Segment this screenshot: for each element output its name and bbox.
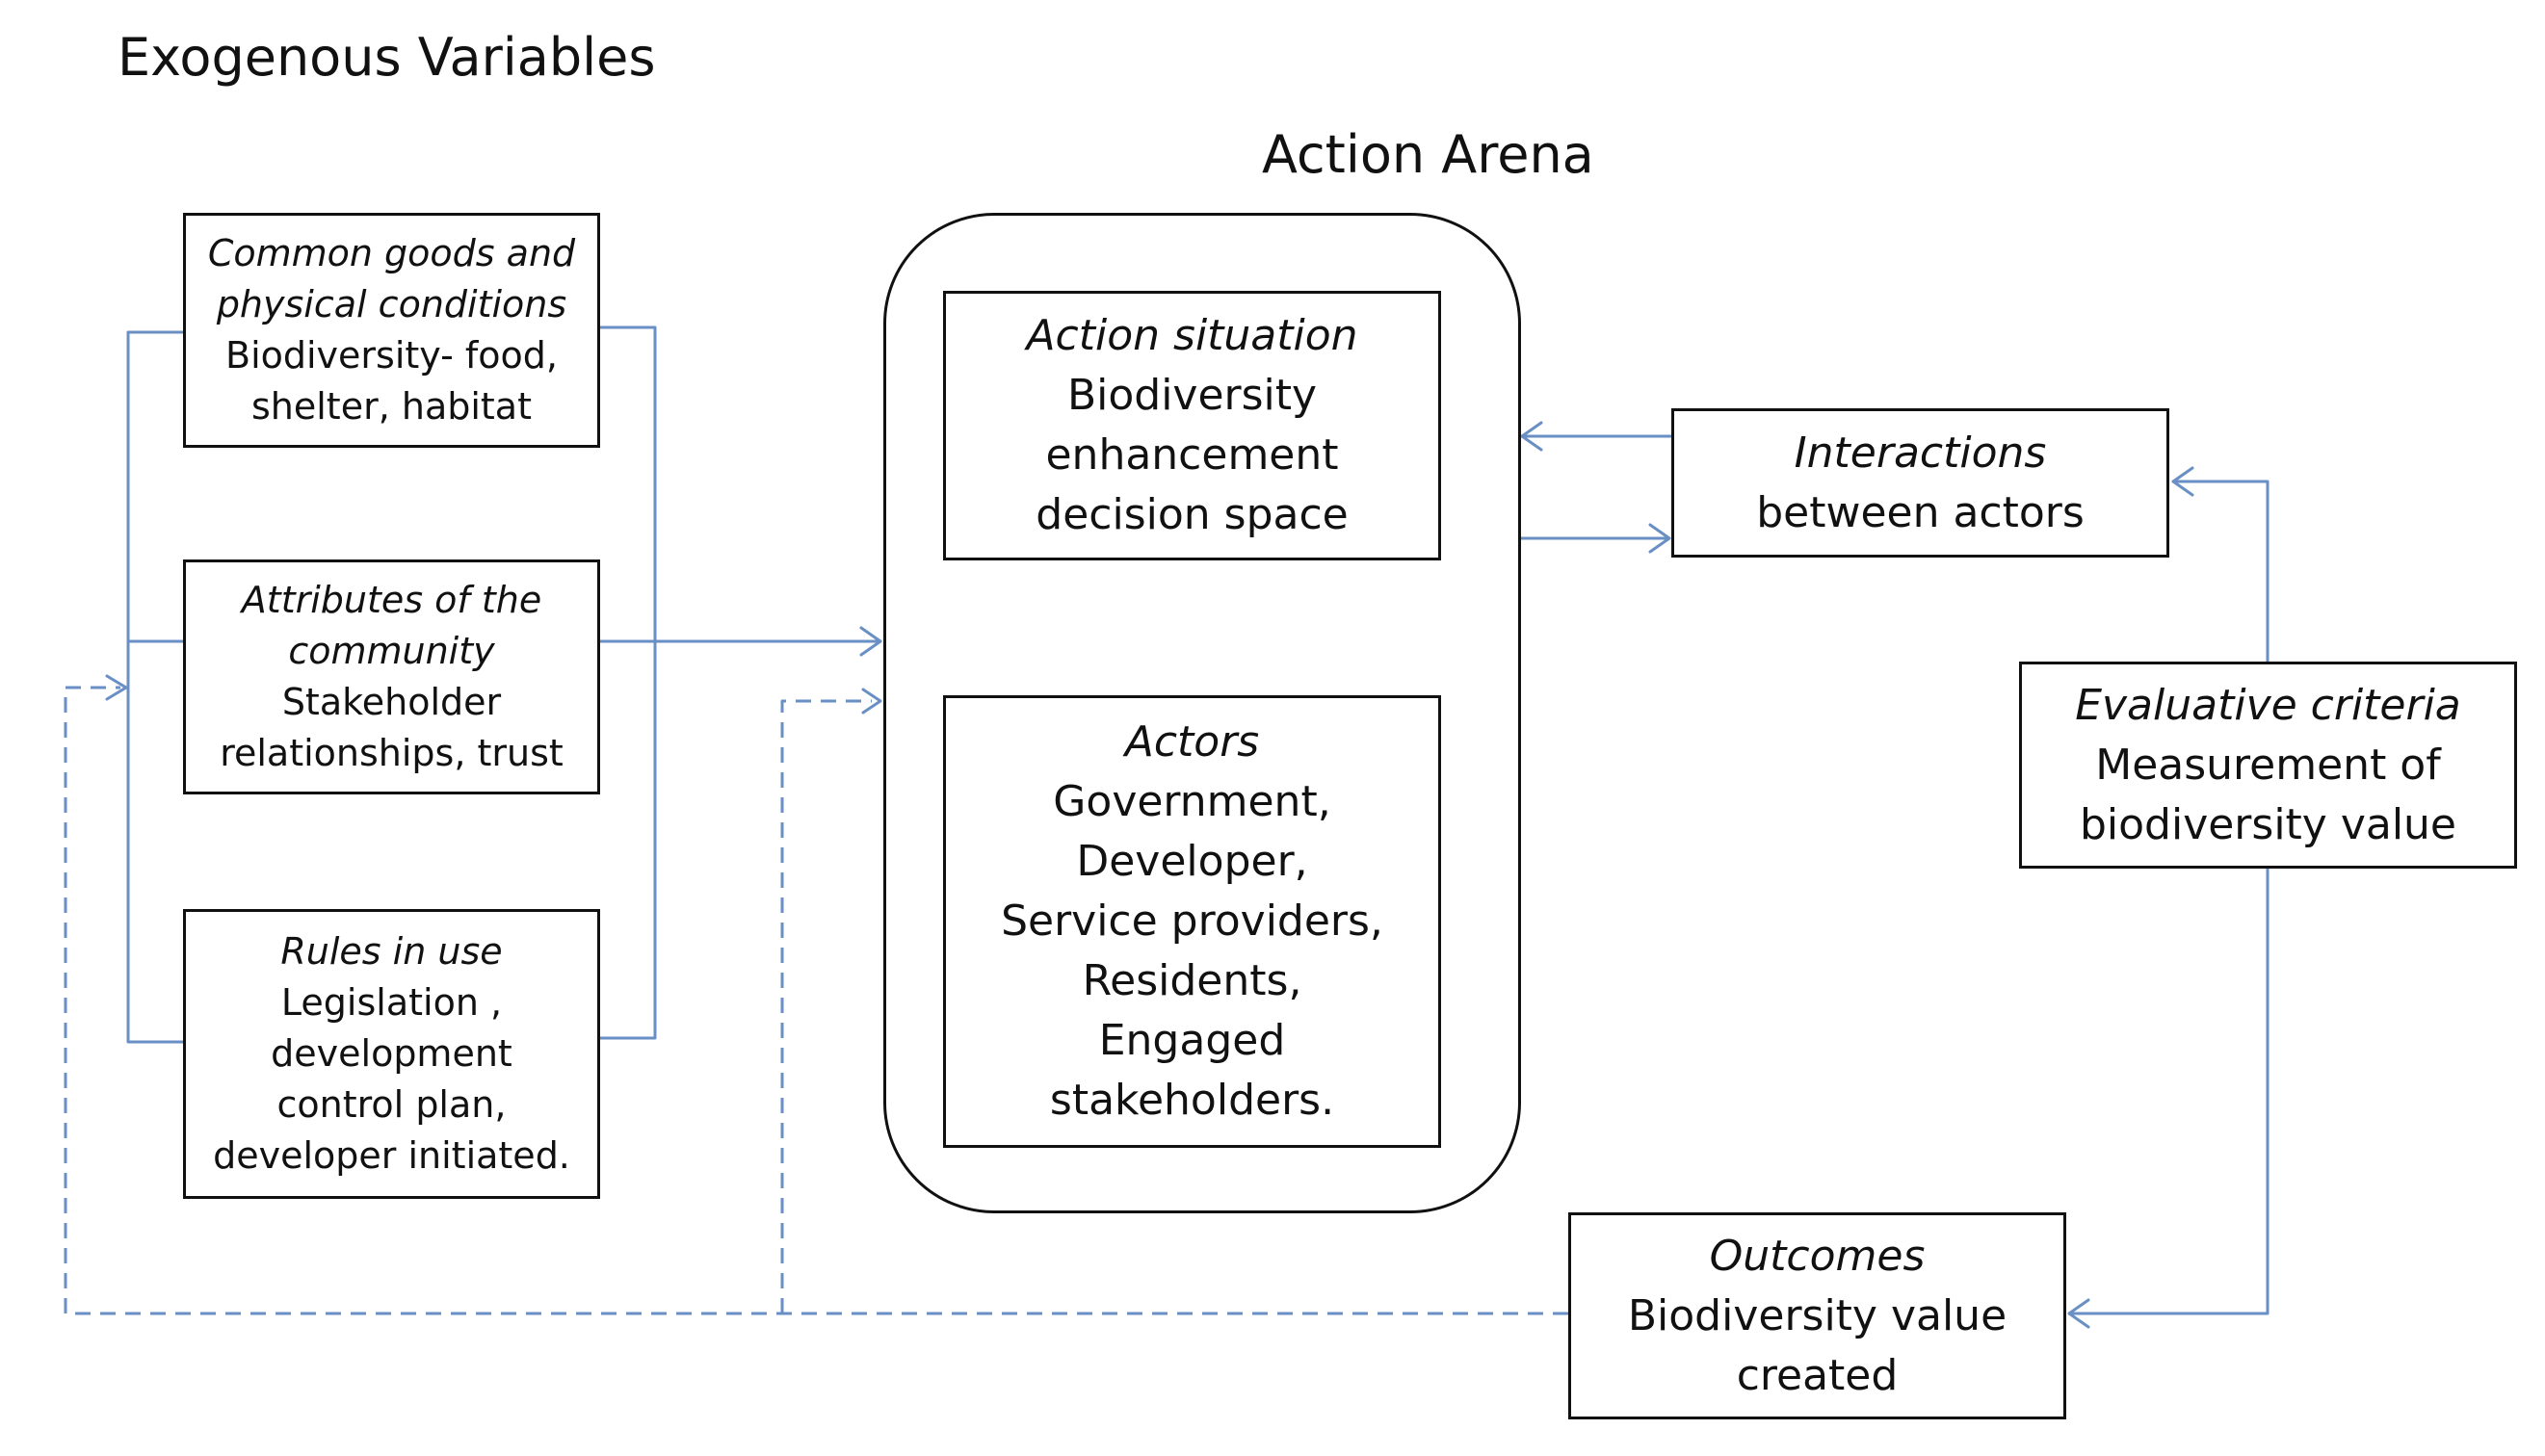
outcomes-body: Biodiversity value created xyxy=(1627,1290,2007,1400)
right-bracket xyxy=(598,325,657,1040)
interactions-body: between actors xyxy=(1756,487,2085,537)
left-bracket xyxy=(126,330,185,1044)
actors-heading: Actors xyxy=(1124,717,1260,767)
evaluative-to-interactions-arrow xyxy=(2171,480,2270,663)
action-situation-body: Biodiversity enhancement decision space xyxy=(1036,371,1349,539)
action-arena-title: Action Arena xyxy=(1262,124,1594,185)
evaluative-criteria-box: Evaluative criteria Measurement of biodi… xyxy=(2019,662,2517,869)
rules-in-use-heading: Rules in use xyxy=(280,930,503,973)
rules-in-use-box: Rules in use Legislation , development c… xyxy=(183,909,600,1199)
evaluative-criteria-heading: Evaluative criteria xyxy=(2075,680,2461,730)
community-attributes-body: Stakeholder relationships, trust xyxy=(220,681,564,774)
outcomes-box: Outcomes Biodiversity value created xyxy=(1568,1212,2066,1419)
common-goods-heading: Common goods and physical conditions xyxy=(207,232,576,325)
evaluative-to-outcomes-arrow xyxy=(2067,867,2270,1315)
interactions-heading: Interactions xyxy=(1794,428,2047,478)
exogenous-to-arena-arrowhead xyxy=(859,626,882,657)
evaluative-to-outcomes-arrowhead xyxy=(2067,1298,2090,1329)
feedback-exogenous-arrowhead xyxy=(105,674,128,701)
outcomes-feedback-to-arena xyxy=(780,699,872,1313)
community-attributes-box: Attributes of the community Stakeholder … xyxy=(183,559,600,794)
common-goods-body: Biodiversity- food, shelter, habitat xyxy=(225,334,558,428)
action-situation-box: Action situation Biodiversity enhancemen… xyxy=(943,291,1441,560)
actors-body: Government, Developer, Service providers… xyxy=(1001,777,1383,1125)
outcomes-feedback-to-exogenous xyxy=(64,686,1568,1315)
evaluative-criteria-body: Measurement of biodiversity value xyxy=(2079,740,2457,849)
interactions-box: Interactions between actors xyxy=(1671,408,2169,558)
feedback-arena-arrowhead xyxy=(861,688,882,715)
community-attributes-heading: Attributes of the community xyxy=(241,579,542,672)
arena-to-interactions-arrowhead xyxy=(1648,523,1671,554)
action-situation-heading: Action situation xyxy=(1026,311,1358,360)
evaluative-to-interactions-arrowhead xyxy=(2171,466,2194,497)
action-arena-container xyxy=(883,213,1521,1213)
interactions-to-arena-arrowhead xyxy=(1520,421,1543,452)
rules-in-use-body: Legislation , development control plan, … xyxy=(213,981,570,1177)
common-goods-box: Common goods and physical conditions Bio… xyxy=(183,213,600,448)
actors-box: Actors Government, Developer, Service pr… xyxy=(943,695,1441,1148)
exogenous-variables-title: Exogenous Variables xyxy=(118,27,656,88)
outcomes-heading: Outcomes xyxy=(1709,1231,1926,1281)
